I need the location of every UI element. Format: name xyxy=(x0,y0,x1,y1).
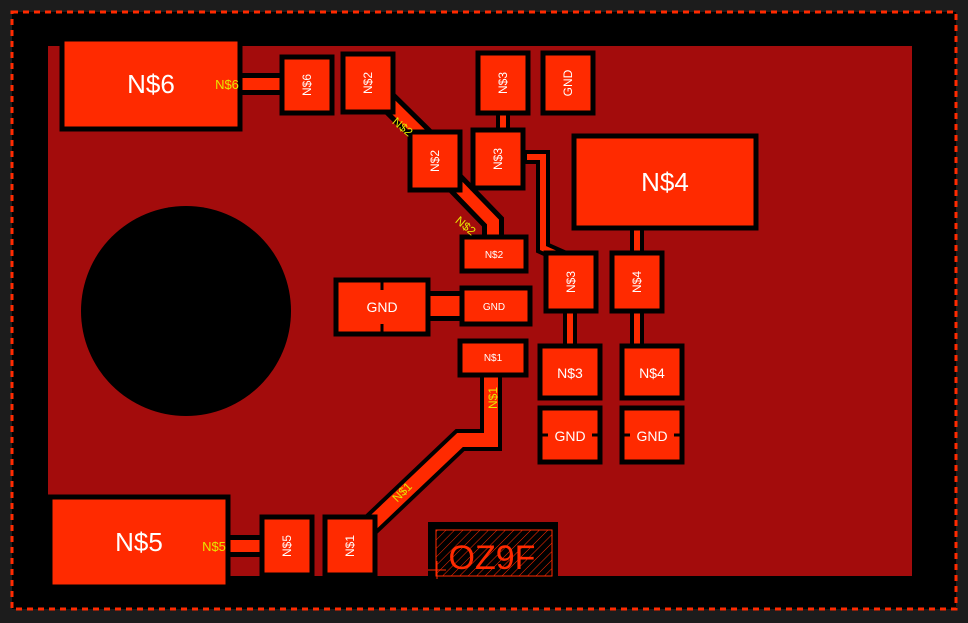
marking-box xyxy=(435,529,553,577)
pad-ns2-top-label: N$2 xyxy=(361,72,375,94)
pad-ns3-top[interactable] xyxy=(475,50,531,116)
pad-ns4-vertical[interactable] xyxy=(609,250,665,314)
pad-ns3-vertical-label: N$3 xyxy=(564,271,578,293)
pad-ns6-small-label: N$6 xyxy=(300,74,314,96)
pad-ns4-large-label: N$4 xyxy=(641,167,689,197)
pad-ns5-large-label: N$5 xyxy=(115,527,163,557)
pad-ns2-mid[interactable] xyxy=(407,129,463,193)
pad-gnd-right-label: GND xyxy=(483,302,505,313)
pad-ns1-small[interactable] xyxy=(457,338,529,378)
pad-ns4-large[interactable] xyxy=(571,133,759,231)
pad-ns2-mid-label: N$2 xyxy=(428,150,442,172)
pad-ns1-bottom-label: N$1 xyxy=(343,535,357,557)
pad-ns6-large[interactable] xyxy=(59,36,243,132)
pad-ns1-bottom[interactable] xyxy=(322,514,378,578)
pad-ns5-small[interactable] xyxy=(259,514,315,578)
pad-ns3-mid-label: N$3 xyxy=(491,148,505,170)
pad-gnd-low-a-label: GND xyxy=(554,428,585,444)
pad-ns2-top[interactable] xyxy=(340,51,396,115)
pad-ns4-vertical-label: N$4 xyxy=(630,271,644,293)
board-marking-text: OZ9F xyxy=(449,539,536,577)
pad-ns3-vertical[interactable] xyxy=(543,250,599,314)
pad-ns2-low[interactable] xyxy=(459,234,529,274)
pad-ns1-small-label: N$1 xyxy=(484,353,503,364)
pad-ns3-top-label: N$3 xyxy=(496,72,510,94)
pad-ns6-large-label: N$6 xyxy=(127,69,175,99)
pad-gnd-left-label: GND xyxy=(366,299,397,315)
pad-gnd-low-b-label: GND xyxy=(636,428,667,444)
pad-ns6-small[interactable] xyxy=(279,54,335,116)
pad-ns4-low-label: N$4 xyxy=(639,365,665,381)
mounting-hole xyxy=(81,206,291,416)
pad-ns5-small-label: N$5 xyxy=(280,535,294,557)
pad-ns3-mid[interactable] xyxy=(470,127,526,191)
pad-ns3-low-label: N$3 xyxy=(557,365,583,381)
pad-ns4-low[interactable] xyxy=(619,343,685,401)
pad-gnd-top[interactable] xyxy=(540,50,596,116)
board-outline xyxy=(10,10,958,611)
net-label-ns1-a: N$1 xyxy=(486,387,500,409)
pad-gnd-right[interactable] xyxy=(459,285,533,327)
pad-ns2-low-label: N$2 xyxy=(485,250,504,261)
pad-ns3-low[interactable] xyxy=(537,343,603,401)
net-label-ns5: N$5 xyxy=(202,539,226,554)
pad-gnd-top-label: GND xyxy=(561,69,575,96)
net-label-ns6: N$6 xyxy=(215,77,239,92)
pad-ns5-large[interactable] xyxy=(47,494,231,590)
